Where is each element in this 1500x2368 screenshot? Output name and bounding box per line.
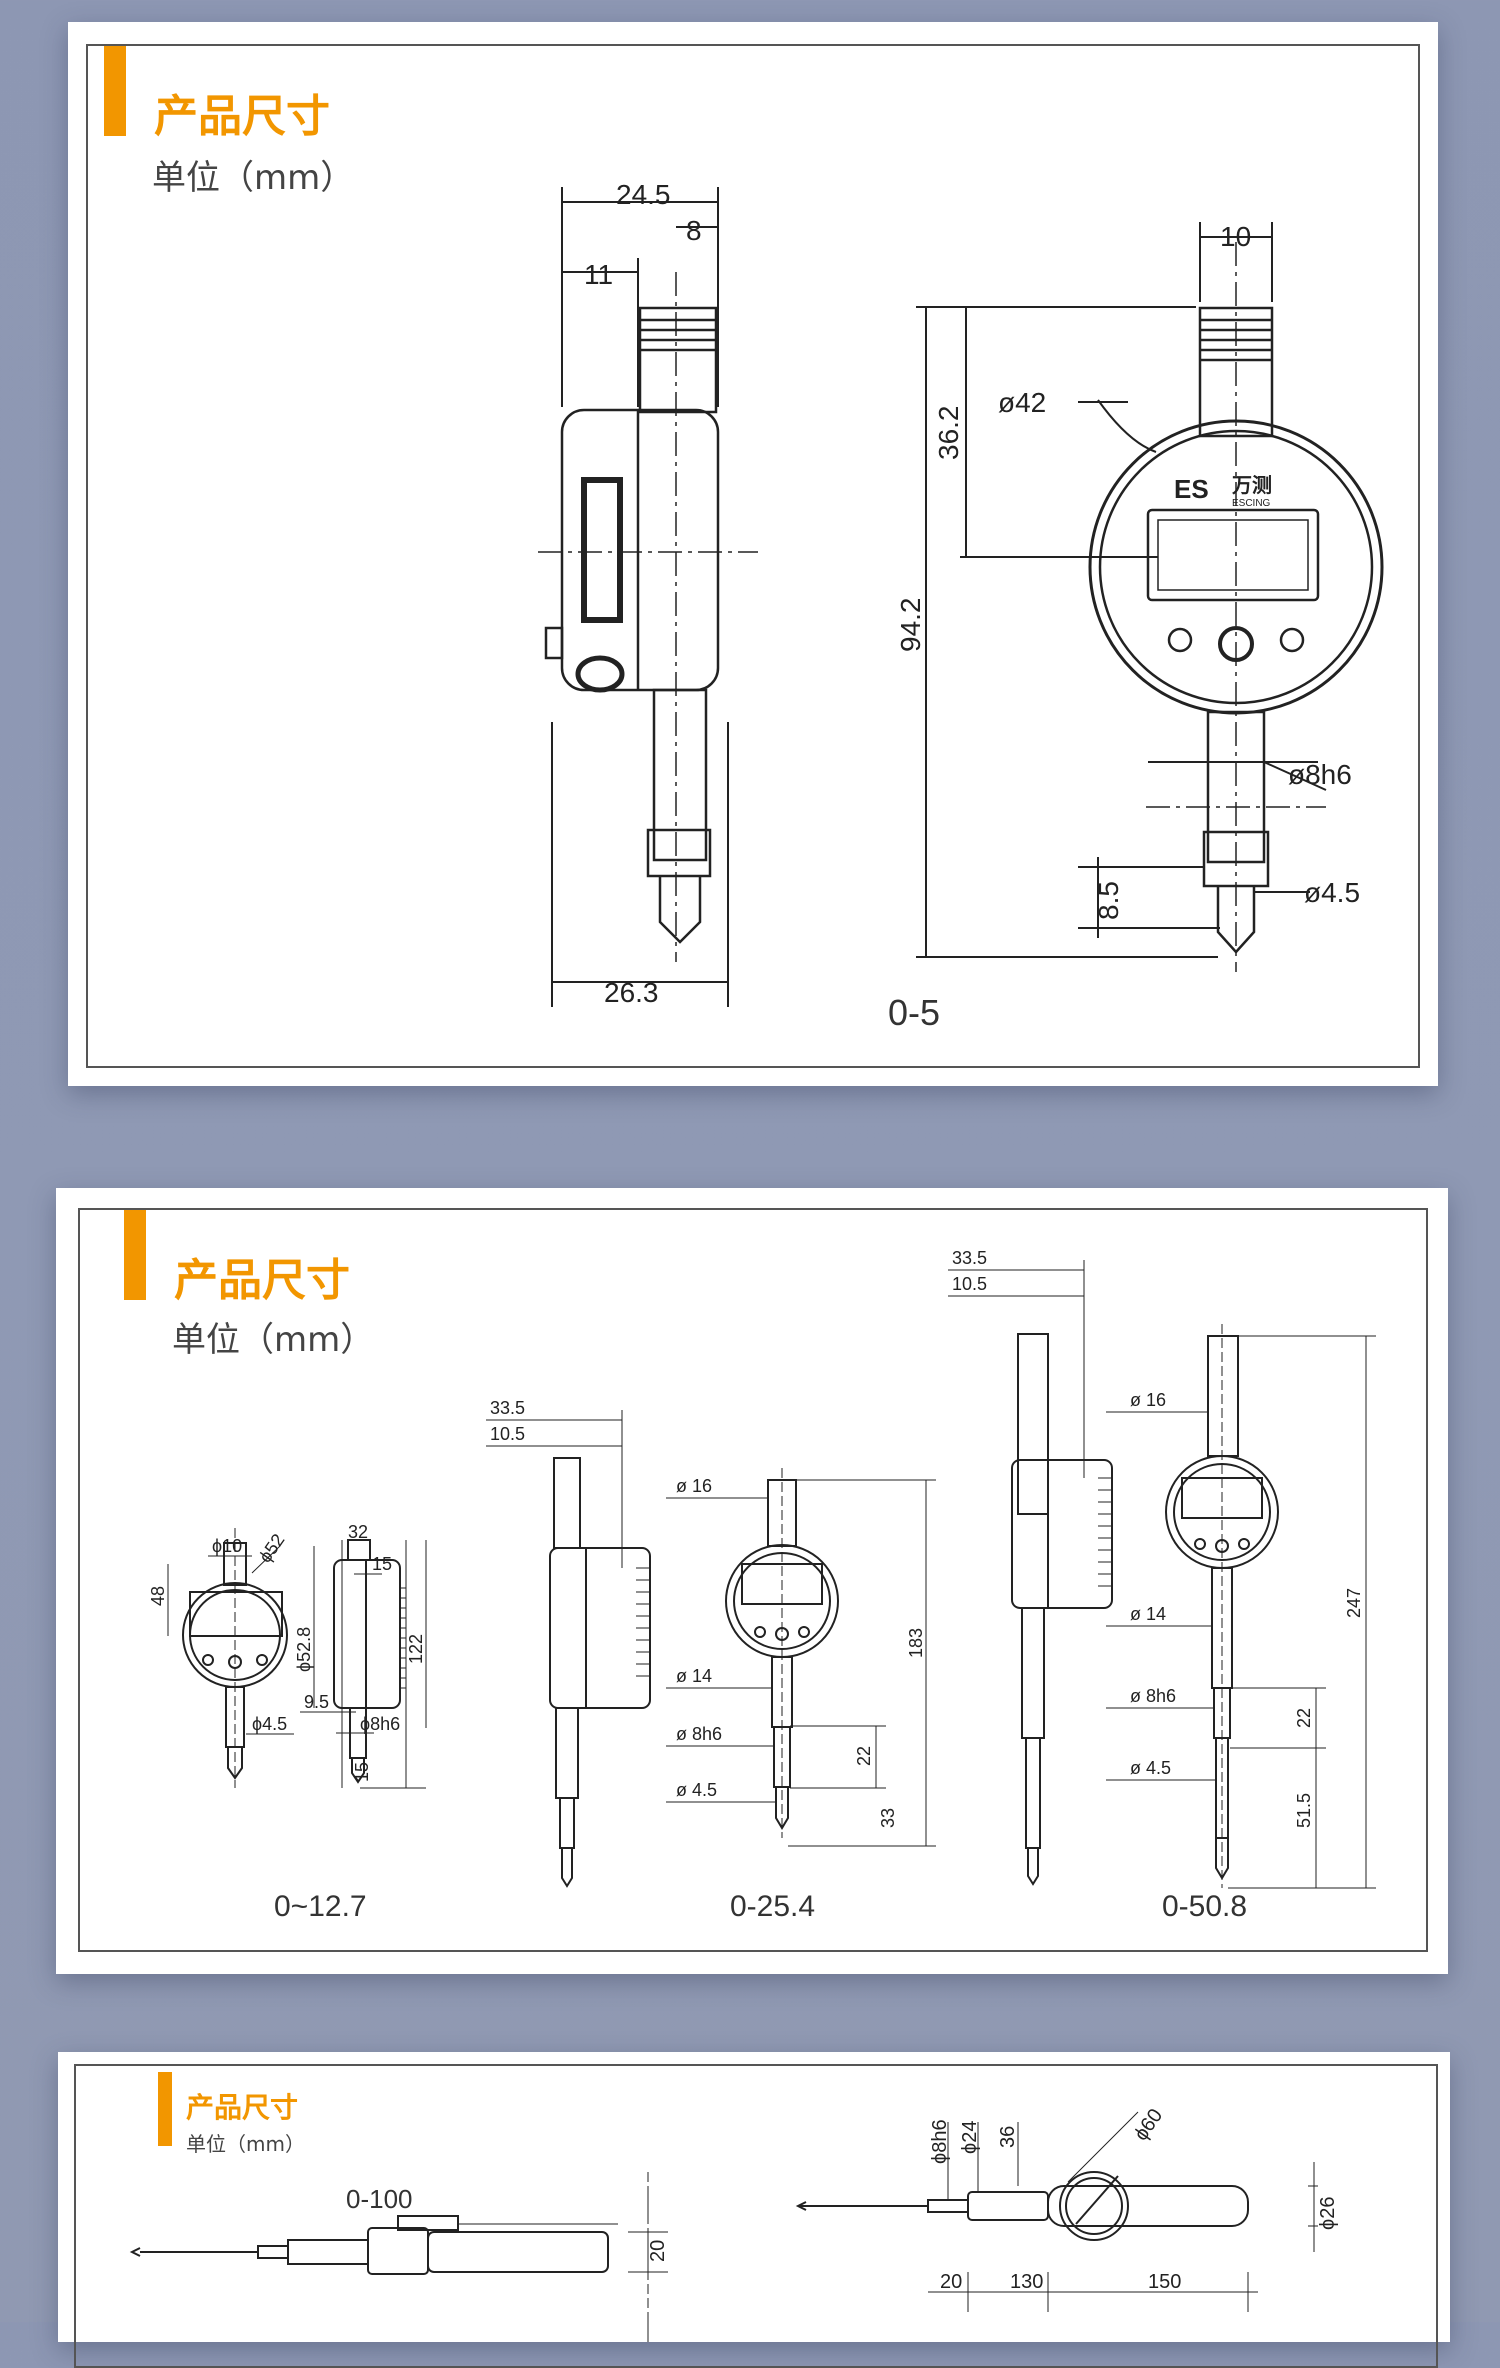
- dim-26-3: 26.3: [604, 977, 659, 1008]
- unit-label: 单位（mm）: [152, 158, 355, 198]
- title-accent-bar: [158, 2072, 172, 2146]
- dimension-panel-multi: 产品尺寸 单位（mm） 0~12.7 0-25.4 0-50.8: [56, 1188, 1448, 1974]
- front-lcd: [1146, 508, 1320, 602]
- dim-phi14-mid: ø 14: [676, 1666, 712, 1686]
- dim-phi4-5-mid: ø 4.5: [676, 1780, 717, 1800]
- side-tip: [658, 876, 702, 944]
- logo-cn: 万测: [1231, 473, 1272, 497]
- dim-15-top: 15: [372, 1554, 392, 1574]
- dim-phi10: ϕ10: [212, 1536, 242, 1556]
- dim-22-mid: 22: [854, 1746, 874, 1766]
- drawing-0-100: 20 ϕ8h6 ϕ24 36 ϕ60 ϕ26 20 130 150: [129, 2105, 1339, 2342]
- dim-phi4-5-small: ϕ4.5: [252, 1714, 287, 1734]
- dim-11: 11: [584, 259, 613, 290]
- dim-phi24: ϕ24: [959, 2121, 981, 2154]
- range-label-12-7: 0~12.7: [274, 1890, 367, 1923]
- range-label-25-4: 0-25.4: [730, 1890, 816, 1923]
- right-gauge-dial: [1059, 2171, 1129, 2241]
- dim-phi4-5: ø4.5: [1304, 877, 1360, 908]
- dimension-panel-0-100: 产品尺寸 单位（mm） 0-100: [58, 2052, 1450, 2368]
- dim-36: 36: [997, 2126, 1019, 2148]
- dim-9-5: 9.5: [304, 1692, 329, 1712]
- unit-label: 单位（mm）: [172, 1320, 375, 1360]
- dim-phi14-tall: ø 14: [1130, 1604, 1166, 1624]
- section-title: 产品尺寸: [174, 1255, 350, 1306]
- dim-10: 10: [1220, 221, 1251, 252]
- dim-l20: 20: [940, 2271, 962, 2293]
- side-lcd-window: [581, 477, 623, 623]
- title-accent-bar: [104, 46, 126, 136]
- dim-phi4-5-tall: ø 4.5: [1130, 1758, 1171, 1778]
- dim-phi8h6: ø8h6: [1288, 759, 1352, 790]
- dim-phi60: ϕ60: [1130, 2105, 1167, 2145]
- dim-33-mid: 33: [878, 1808, 898, 1828]
- dim-phi16-tall: ø 16: [1130, 1390, 1166, 1410]
- section-title: 产品尺寸: [154, 91, 330, 142]
- side-top-spindle: [638, 306, 718, 414]
- dim-phi52: ϕ52: [255, 1530, 289, 1566]
- dim-36-2: 36.2: [933, 406, 964, 461]
- dim-phi16-mid: ø 16: [676, 1476, 712, 1496]
- dim-247: 247: [1344, 1588, 1364, 1618]
- dim-phi8h6-small: ϕ8h6: [360, 1714, 400, 1734]
- unit-label: 单位（mm）: [186, 2132, 305, 2156]
- dim-22-tall: 22: [1294, 1708, 1314, 1728]
- dim-10-5-tall: 10.5: [952, 1274, 987, 1294]
- drawing-0-5: 24.5 8 11 26.3: [538, 179, 1384, 1008]
- dim-15-bottom: 15: [352, 1762, 372, 1782]
- drawing-frame: [86, 44, 1420, 1068]
- dim-94-2: 94.2: [895, 598, 926, 653]
- dim-48: 48: [148, 1586, 168, 1606]
- dim-l130: 130: [1010, 2271, 1043, 2293]
- dim-51-5: 51.5: [1294, 1793, 1314, 1828]
- logo-mark: ES: [1174, 474, 1209, 504]
- logo-en: ESCING: [1232, 498, 1271, 509]
- dim-122: 122: [406, 1634, 426, 1664]
- dim-183: 183: [906, 1628, 926, 1658]
- dim-24-5: 24.5: [616, 179, 671, 210]
- range-label-50-8: 0-50.8: [1162, 1890, 1248, 1923]
- dim-10-5-mid: 10.5: [490, 1424, 525, 1444]
- dim-l150: 150: [1148, 2271, 1181, 2293]
- side-stem: [652, 688, 708, 862]
- button-right: [1279, 627, 1305, 653]
- range-label: 0-5: [888, 992, 941, 1033]
- dimension-panel-0-5: 产品尺寸 单位（mm） 0-5: [68, 22, 1438, 1086]
- dim-phi52-8: ϕ52.8: [294, 1627, 314, 1672]
- drawing-frame: [78, 1208, 1428, 1952]
- button-left: [1167, 627, 1193, 653]
- dim-33-5-mid: 33.5: [490, 1398, 525, 1418]
- dim-20-right: 20: [647, 2240, 669, 2262]
- brand-logo: ES 万测 ESCING: [1174, 473, 1272, 509]
- dim-33-5-tall: 33.5: [952, 1248, 987, 1268]
- dim-8: 8: [686, 215, 702, 246]
- dim-32: 32: [348, 1522, 368, 1542]
- dim-phi42: ø42: [998, 387, 1046, 418]
- section-title: 产品尺寸: [186, 2091, 299, 2124]
- dim-phi8h6: ϕ8h6: [929, 2119, 951, 2164]
- range-label-0-100: 0-100: [346, 2184, 413, 2214]
- title-accent-bar: [124, 1210, 146, 1300]
- drawing-multi: ϕ10 ϕ52 48 ϕ4.5 32 15 ϕ52.8 122 9.5 ϕ8h6…: [148, 1248, 1376, 1889]
- dim-8-5: 8.5: [1093, 881, 1124, 920]
- dim-phi8h6-mid: ø 8h6: [676, 1724, 722, 1744]
- dim-phi26: ϕ26: [1317, 2197, 1339, 2230]
- dim-phi8h6-tall: ø 8h6: [1130, 1686, 1176, 1706]
